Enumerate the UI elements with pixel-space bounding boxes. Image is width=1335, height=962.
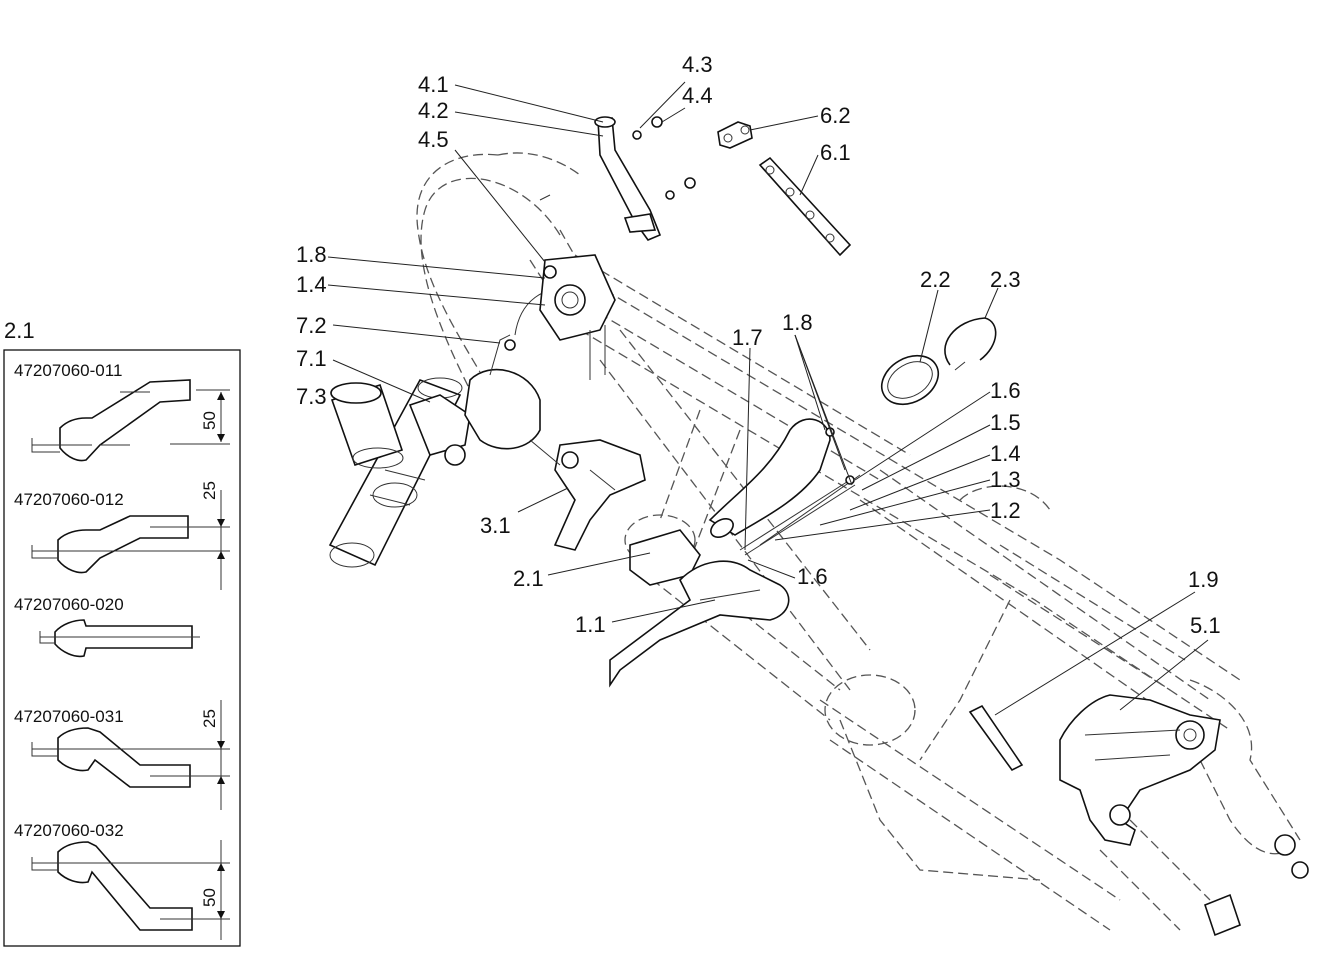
bracket-arm: [539, 116, 696, 241]
callout-6-2: 6.2: [820, 103, 851, 128]
front-derailleur: [529, 439, 646, 551]
callout-6-1: 6.1: [820, 140, 851, 165]
variant-part-number: 47207060-032: [14, 821, 124, 840]
callout-1-9: 1.9: [1188, 567, 1219, 592]
callout-4-1: 4.1: [418, 72, 449, 97]
callout-4-2: 4.2: [418, 98, 449, 123]
callout-4-3: 4.3: [682, 52, 713, 77]
callout-1-4-right: 1.4: [990, 441, 1021, 466]
callout-1-8-left: 1.8: [296, 242, 327, 267]
head-tube-assembly: [328, 377, 471, 568]
callout-1-3: 1.3: [990, 467, 1021, 492]
variant-dimension: 25: [200, 481, 219, 500]
rear-dropout: [1204, 834, 1309, 937]
callout-2-1: 2.1: [513, 566, 544, 591]
callout-7-2: 7.2: [296, 313, 327, 338]
callout-1-1: 1.1: [575, 612, 606, 637]
callout-3-1: 3.1: [480, 513, 511, 538]
callout-1-4-left: 1.4: [296, 272, 327, 297]
variant-part-number: 47207060-031: [14, 707, 124, 726]
variant-011: 47207060-011 50: [14, 361, 230, 462]
callout-1-6-bottom: 1.6: [797, 564, 828, 589]
chain-guide-housing: [464, 288, 571, 450]
callout-labels: 4.1 4.2 4.5 4.3 4.4 6.2 6.1 2.2 2.3 1.8 …: [296, 52, 1221, 638]
callout-1-6-top: 1.6: [990, 378, 1021, 403]
guard-plate: [539, 254, 616, 380]
clamp-band-2-3: [944, 317, 997, 371]
variant-031: 47207060-031 25: [14, 700, 230, 810]
rear-derailleur: [1059, 694, 1221, 846]
callout-2-3: 2.3: [990, 267, 1021, 292]
variant-part-number: 47207060-011: [14, 361, 122, 380]
variant-020: 47207060-020: [14, 595, 200, 658]
variant-part-number: 47207060-020: [14, 595, 124, 614]
chain: [758, 156, 852, 257]
leader-lines: [327, 81, 1209, 716]
callout-7-1: 7.1: [296, 346, 327, 371]
spacer-tube: [330, 382, 404, 469]
variant-dimension: 25: [200, 709, 219, 728]
callout-1-8-right: 1.8: [782, 310, 813, 335]
clamp-band-2-2: [880, 354, 940, 406]
variant-032: 47207060-032 50: [14, 821, 230, 940]
variant-part-number: 47207060-012: [14, 490, 124, 509]
shifter-hose-assembly: [708, 418, 861, 556]
bolt: [968, 704, 1024, 772]
shifter-lever: [609, 560, 790, 688]
chain-link: [717, 121, 753, 149]
variant-dimension: 50: [200, 888, 219, 907]
callout-4-5: 4.5: [418, 127, 449, 152]
callout-1-7: 1.7: [732, 325, 763, 350]
callout-1-2: 1.2: [990, 498, 1021, 523]
callout-1-5: 1.5: [990, 410, 1021, 435]
callout-2-2: 2.2: [920, 267, 951, 292]
variant-012: 47207060-012 25: [14, 481, 230, 590]
variant-dimension: 50: [200, 411, 219, 430]
callout-5-1: 5.1: [1190, 613, 1221, 638]
callout-7-3: 7.3: [296, 384, 327, 409]
inset-panel-2-1: 2.1 47207060-011 50 47207060-012 25: [3, 318, 241, 947]
inset-title: 2.1: [4, 318, 35, 343]
callout-4-4: 4.4: [682, 83, 713, 108]
